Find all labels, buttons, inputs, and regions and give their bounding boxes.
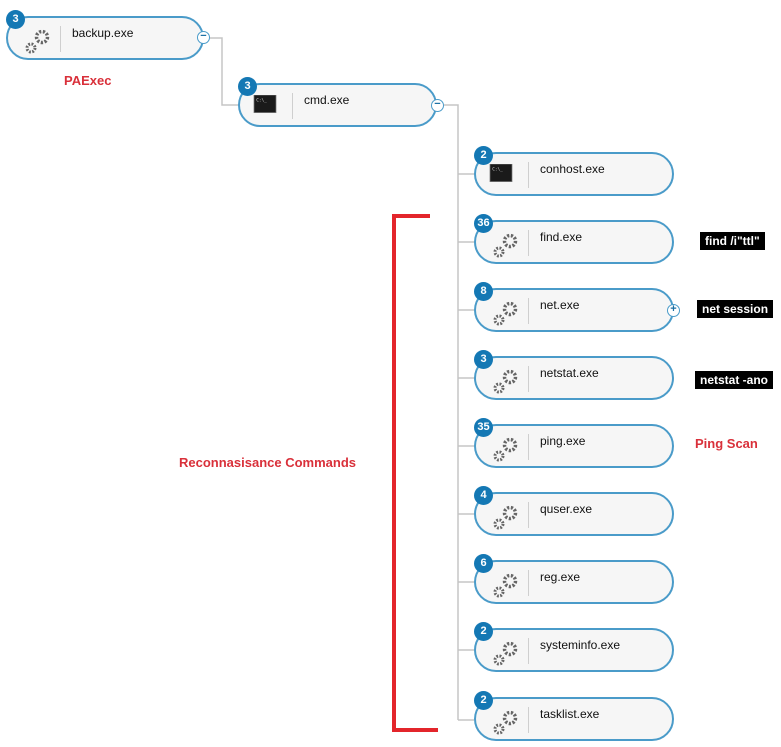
collapse-toggle-cmd[interactable]: − [431,99,444,112]
process-node-cmd[interactable]: C:\_ cmd.exe 3 [238,77,437,127]
node-divider [528,434,529,460]
node-divider [528,298,529,324]
process-name: tasklist.exe [540,707,600,721]
count-badge: 2 [474,622,493,641]
connector-backup-cmd [210,37,240,106]
count-badge: 3 [6,10,25,29]
process-name: quser.exe [540,502,593,516]
terminal-icon: C:\_ [489,164,513,182]
count-badge: 35 [474,418,493,437]
process-node-quser[interactable]: quser.exe 4 [474,486,674,536]
gear-icon [493,641,518,666]
recon-bracket-top [392,214,430,218]
process-name: net.exe [540,298,580,312]
paexec-annotation: PAExec [64,73,112,88]
find-command-tag: find /i"ttl" [700,232,765,250]
node-divider [292,93,293,119]
net-command-tag: net session [697,300,774,318]
recon-bracket-bottom [392,728,438,732]
process-node-ping[interactable]: ping.exe 35 [474,418,674,468]
process-name: systeminfo.exe [540,638,621,652]
gear-icon [493,505,518,530]
process-name: ping.exe [540,434,586,448]
process-node-conhost[interactable]: C:\_ conhost.exe 2 [474,146,674,196]
recon-bracket-vertical [392,214,396,732]
process-name: cmd.exe [304,93,350,107]
count-badge: 2 [474,146,493,165]
netstat-command-tag: netstat -ano [695,371,774,389]
node-divider [528,366,529,392]
process-node-backup[interactable]: backup.exe 3 [6,10,204,60]
process-node-reg[interactable]: reg.exe 6 [474,554,674,604]
ping-scan-annotation: Ping Scan [695,436,758,451]
node-divider [528,707,529,733]
connector-cmd-children [444,104,459,720]
terminal-icon: C:\_ [253,95,277,113]
gear-icon [493,710,518,735]
process-node-tasklist[interactable]: tasklist.exe 2 [474,691,674,741]
count-badge: 8 [474,282,493,301]
expand-toggle-net[interactable]: + [667,304,680,317]
count-badge: 6 [474,554,493,573]
node-divider [528,230,529,256]
process-name: find.exe [540,230,583,244]
recon-commands-annotation: Reconnasisance Commands [179,455,357,470]
count-badge: 4 [474,486,493,505]
process-node-systeminfo[interactable]: systeminfo.exe 2 [474,622,674,672]
terminal-prompt: C:\_ [256,98,267,104]
process-node-find[interactable]: find.exe 36 [474,214,674,264]
gear-icon [493,573,518,598]
node-divider [60,26,61,52]
node-divider [528,570,529,596]
process-name: netstat.exe [540,366,599,380]
gear-icon [493,301,518,326]
count-badge: 36 [474,214,493,233]
process-node-net[interactable]: net.exe 8 [474,282,674,332]
node-divider [528,162,529,188]
collapse-toggle-backup[interactable]: − [197,31,210,44]
count-badge: 3 [474,350,493,369]
process-name: backup.exe [72,26,134,40]
gear-icon [493,369,518,394]
process-name: conhost.exe [540,162,605,176]
gear-icon [493,437,518,462]
node-divider [528,502,529,528]
count-badge: 3 [238,77,257,96]
node-divider [528,638,529,664]
gear-icon [493,233,518,258]
gear-icon [25,29,50,54]
terminal-prompt: C:\_ [492,167,503,173]
count-badge: 2 [474,691,493,710]
process-name: reg.exe [540,570,581,584]
process-node-netstat[interactable]: netstat.exe 3 [474,350,674,400]
